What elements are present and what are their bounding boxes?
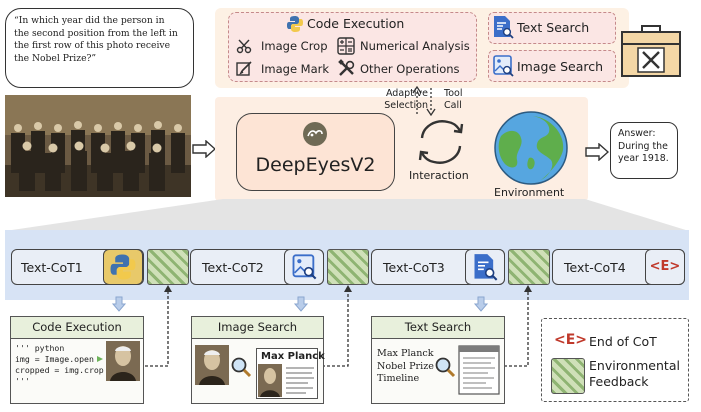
- query-line: Nobel Prize: [377, 360, 434, 372]
- image-search-icon: [493, 55, 514, 77]
- selection-line: Selection: [384, 100, 428, 111]
- code-line: ''': [15, 376, 30, 386]
- feedback-block-1: [147, 249, 189, 285]
- code-snippet: ''' python img = Image.open cropped = im…: [15, 343, 104, 387]
- group-photo: [5, 95, 191, 197]
- other-operations-label: Other Operations: [360, 62, 460, 76]
- code-panel-title: Code Execution: [11, 317, 143, 339]
- answer-line: During the: [618, 140, 668, 152]
- document-icon: [458, 345, 500, 395]
- question-line: the first row of this photo receive: [14, 40, 171, 51]
- call-line: Call: [444, 100, 462, 111]
- search-result-name: Max Planck: [261, 351, 325, 362]
- magnifier-icon: [231, 357, 252, 378]
- image-crop-label: Image Crop: [261, 39, 328, 53]
- feedback-block-2: [327, 249, 369, 285]
- code-line: img = Image.open: [15, 354, 94, 364]
- text-query: Max Planck Nobel Prize Timeline: [377, 348, 434, 386]
- python-icon: [110, 254, 136, 280]
- scissors-icon: [236, 39, 252, 54]
- code-execution-label: Code Execution: [307, 16, 405, 31]
- text-search-label: Text Search: [517, 20, 590, 35]
- text-search-icon: [494, 16, 514, 39]
- dashed-arrows: [412, 86, 436, 116]
- toolbox-icon: [621, 25, 681, 77]
- legend-end-label: End of CoT: [589, 334, 657, 349]
- image-mark-label: Image Mark: [261, 62, 330, 76]
- zoom-trapezoid: [5, 199, 689, 231]
- image-search-panel-title: Image Search: [192, 317, 323, 339]
- output-arrow-icon: [585, 143, 609, 161]
- legend-feedback-line: Environmental: [589, 358, 680, 373]
- interaction-label: Interaction: [409, 169, 469, 182]
- cot-step-3-label: Text-CoT3: [383, 260, 445, 275]
- text-search-icon: [474, 254, 498, 281]
- down-arrow-icon: [112, 296, 126, 312]
- image-search-icon: [292, 254, 317, 280]
- portrait-crop: [106, 341, 140, 381]
- adaptive-selection-label: Adaptive Selection: [380, 88, 428, 112]
- tools-icon: [338, 59, 355, 76]
- feedback-block-3: [508, 249, 550, 285]
- tool-call-label: Tool Call: [444, 88, 462, 112]
- query-line: Timeline: [377, 373, 420, 384]
- code-execution-group: [228, 12, 477, 82]
- magnifier-icon: [435, 357, 456, 378]
- calculator-icon: [337, 37, 355, 55]
- question-line: “In which year did the person in: [14, 15, 165, 26]
- image-search-label: Image Search: [517, 59, 604, 74]
- question-line: the second position from the left in: [14, 27, 178, 39]
- end-token-tile: [645, 249, 685, 285]
- end-token: <E>: [649, 259, 681, 274]
- answer-bubble: Answer: During the year 1918.: [610, 122, 678, 179]
- code-line: ''' python: [15, 343, 65, 353]
- model-name: DeepEyesV2: [255, 154, 376, 176]
- search-result-thumb: [258, 364, 314, 397]
- code-execution-panel: Code Execution: [10, 316, 144, 404]
- interaction-cycle-icon: [418, 120, 464, 164]
- portrait-query: [195, 345, 229, 385]
- text-search-panel-title: Text Search: [372, 317, 504, 339]
- edit-icon: [236, 61, 252, 76]
- legend-feedback-swatch: [551, 358, 585, 394]
- code-line: cropped = img.crop: [15, 365, 104, 375]
- down-arrow-icon: [474, 296, 488, 312]
- question-line: the Nobel Prize?”: [14, 52, 97, 64]
- input-arrow-icon: [192, 140, 216, 158]
- cot-step-4-label: Text-CoT4: [564, 260, 626, 275]
- environment-label: Environment: [494, 186, 565, 199]
- legend-end-token: <E>: [554, 332, 588, 348]
- numerical-analysis-label: Numerical Analysis: [360, 39, 470, 53]
- query-line: Max Planck: [377, 348, 434, 359]
- adaptive-line: Adaptive: [385, 88, 428, 99]
- model-box: [236, 113, 395, 191]
- answer-line: year 1918.: [618, 153, 669, 164]
- python-icon: [287, 16, 303, 32]
- cot-step-1-label: Text-CoT1: [21, 260, 83, 275]
- globe-icon: [494, 111, 568, 185]
- model-logo-icon: [303, 122, 327, 146]
- question-bubble: “In which year did the person in the sec…: [5, 8, 194, 88]
- arrow-right-icon: [97, 356, 103, 362]
- down-arrow-icon: [294, 296, 308, 312]
- legend-feedback-line: Feedback: [589, 374, 649, 389]
- tool-line: Tool: [444, 88, 463, 99]
- legend-feedback-label: Environmental Feedback: [589, 358, 680, 390]
- feedback-connectors: [140, 285, 532, 367]
- answer-line: Answer:: [618, 128, 656, 139]
- cot-step-2-label: Text-CoT2: [202, 260, 264, 275]
